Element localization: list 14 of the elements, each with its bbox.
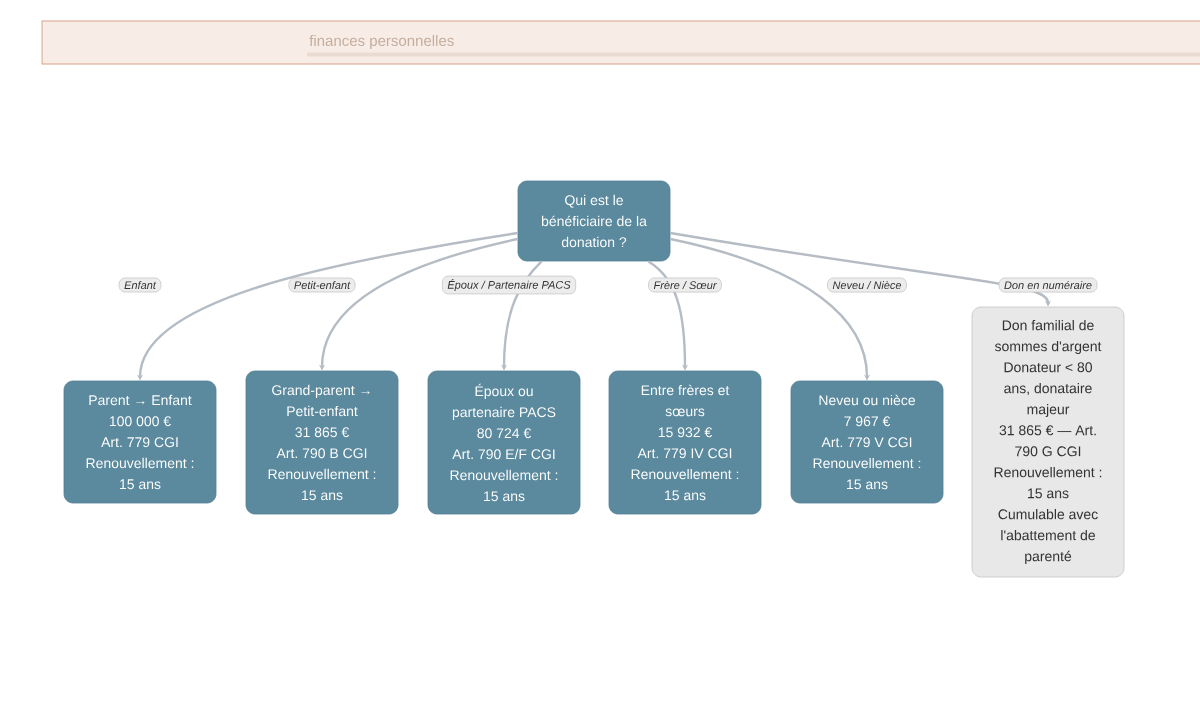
result-box: Entre frères et sœurs 15 932 € Art. 779 IV CGI Renouvellement : 15 ans <box>608 370 762 515</box>
edge-label: Petit-enfant <box>288 277 356 293</box>
result-box: Grand-parent → Petit-enfant 31 865 € Art. 790 B CGI Renouvellement : 15 ans <box>245 370 399 515</box>
question-box: Qui est le bénéficiaire de la donation ? <box>517 180 671 262</box>
edge-label: Don en numéraire <box>998 277 1098 293</box>
tagline: finances personnelles <box>309 35 454 49</box>
edge-label: Frère / Sœur <box>648 277 722 293</box>
result-box: Parent → Enfant 100 000 € Art. 779 CGI Renouvellement : 15 ans <box>63 380 217 504</box>
edge-label: Enfant <box>118 277 162 293</box>
edge-label: Époux / Partenaire PACS <box>442 275 576 295</box>
result-box: Époux ou partenaire PACS 80 724 € Art. 790 E/F CGI Renouvellement : 15 ans <box>427 370 581 515</box>
result-box: Neveu ou nièce 7 967 € Art. 779 V CGI Renouvellement : 15 ans <box>790 380 944 504</box>
edge-label: Neveu / Nièce <box>827 277 907 293</box>
note-box: Don familial de sommes d'argent Donateur < 80 ans, donataire majeur 31 865 € — Art. 790 G CGI Renouvellement : 15 ans Cumulable avec l'abattement de parenté <box>971 306 1125 578</box>
